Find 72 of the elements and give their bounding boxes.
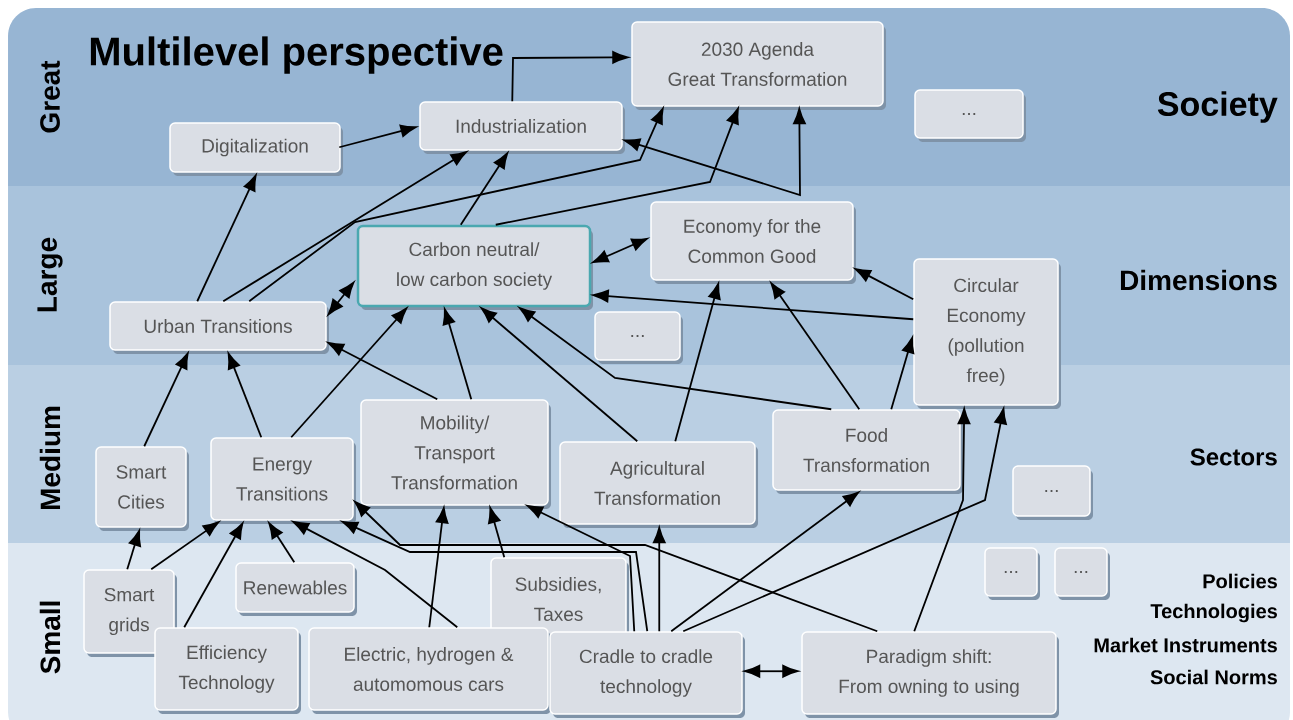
arrow (292, 521, 459, 629)
arrow (290, 307, 408, 439)
arrow (268, 522, 296, 564)
concept-box: Urban Transitions (109, 301, 329, 354)
category-label: Technologies (1150, 603, 1277, 623)
arrow (674, 283, 721, 443)
category-label: Dimensions (1120, 269, 1277, 291)
arrow (248, 107, 664, 303)
concept-box: Smart Cities (95, 446, 189, 531)
arrow (327, 342, 439, 401)
concept-box: Renewables (235, 562, 357, 616)
arrow (480, 307, 639, 443)
concept-box: Digitalization (169, 122, 343, 176)
arrow (341, 520, 649, 633)
arrow (670, 491, 860, 633)
arrow (196, 174, 257, 303)
placeholder-box: ... (594, 311, 683, 364)
arrow (442, 308, 473, 401)
title: Multilevel perspective (90, 36, 503, 74)
placeholder-box: ... (1054, 547, 1110, 600)
level-label: Great (40, 60, 60, 133)
arrow (338, 124, 417, 149)
arrow (770, 282, 861, 411)
placeholder-box: ... (1012, 465, 1093, 520)
arrow (327, 281, 355, 316)
arrow (913, 408, 971, 633)
category-label: Market Instruments (1094, 637, 1277, 653)
concept-box: 2030 Agenda Great Transformation (631, 21, 886, 110)
arrow (652, 527, 666, 633)
level-label: Small (39, 601, 61, 674)
arrow (592, 289, 915, 321)
category-label: Society (1157, 91, 1278, 123)
concept-box: Paradigm shift: From owning to using (801, 631, 1059, 718)
arrow (592, 237, 648, 264)
arrow (890, 336, 915, 411)
category-label: Policies (1203, 573, 1277, 589)
arrow (488, 506, 506, 559)
highlighted-box: Carbon neutral/ low carbon society (356, 224, 593, 310)
arrow (682, 408, 1007, 633)
arrow (126, 529, 141, 571)
concept-box: Energy Transitions (210, 437, 356, 524)
concept-box: Circular Economy (pollution free) (913, 258, 1061, 409)
concept-box: Mobility/ Transport Transformation (360, 399, 551, 509)
concept-box: Economy for the Common Good (650, 201, 856, 284)
concept-box: Cradle to cradle technology (549, 631, 745, 718)
arrow (183, 522, 244, 629)
level-label: Large (37, 237, 63, 312)
arrow (227, 352, 263, 439)
concept-box: Agricultural Transformation (559, 441, 758, 528)
arrow (511, 51, 629, 103)
arrow (459, 152, 509, 226)
concept-box: Electric, hydrogen & automomous cars (308, 627, 551, 714)
arrow (518, 307, 833, 411)
level-label: Medium (39, 406, 61, 509)
arrow (854, 268, 915, 301)
concept-box: Efficiency Technology (154, 627, 301, 714)
concept-box: Food Transformation (772, 409, 963, 494)
arrow (744, 664, 799, 678)
category-label: Sectors (1190, 448, 1277, 466)
arrow (428, 507, 449, 629)
arrow (143, 352, 189, 448)
placeholder-box: ... (984, 547, 1040, 600)
concept-box: Smart grids (83, 569, 177, 657)
arrow (494, 107, 739, 226)
placeholder-box: ... (914, 89, 1026, 142)
arrow (623, 108, 806, 197)
arrow (150, 521, 220, 571)
category-label: Social Norms (1150, 669, 1277, 685)
concept-box: Industrialization (419, 101, 625, 154)
arrow (222, 151, 467, 303)
arrow (354, 500, 879, 633)
arrow (526, 505, 636, 633)
